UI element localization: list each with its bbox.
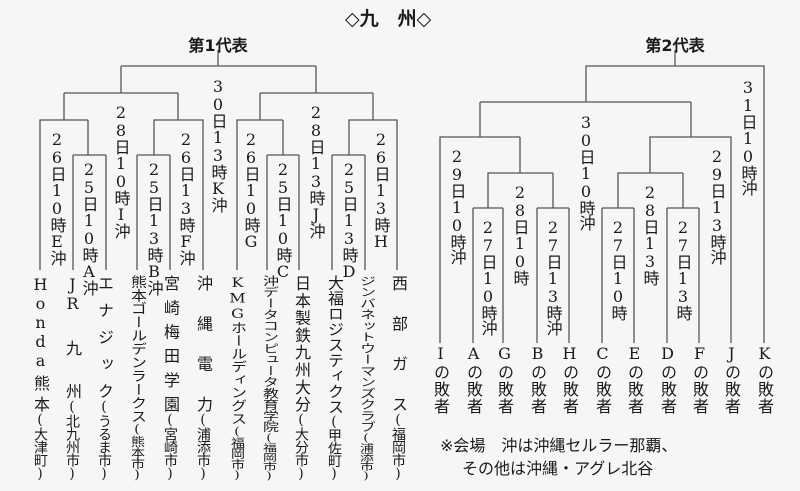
match-label: 30日13時K沖 (208, 77, 228, 212)
match-label: 25日10時C (273, 160, 293, 280)
loser-slot: Dの敗者 (658, 344, 677, 415)
match-label: 31日10時沖 (738, 78, 758, 195)
loser-slot: Fの敗者 (690, 344, 709, 415)
match-label: 26日13時H (371, 130, 391, 250)
team-entry: 西部ガス(福岡市) (388, 275, 408, 481)
team-name: エナジック (95, 275, 114, 399)
match-label: 28日10時I沖 (111, 103, 131, 238)
team-entry: 沖データコンピュータ教育学院(福岡市) (259, 275, 279, 481)
team-location: (大分市) (293, 412, 309, 481)
loser-slot: Cの敗者 (593, 344, 612, 415)
team-location: (甲佐町) (326, 414, 342, 481)
team-location: (宮崎市) (162, 412, 178, 481)
match-label: 27日13時 (673, 218, 693, 320)
team-name: JR九州 (63, 275, 82, 399)
team-entry: Honda熊本(大津町) (30, 275, 50, 481)
team-name: 沖データコンピュータ教育学院 (260, 275, 279, 433)
match-label: 25日10時A沖 (79, 160, 99, 295)
team-location: (浦添市) (358, 432, 374, 481)
loser-slot: Jの敗者 (722, 344, 741, 415)
team-entry: JR九州(北九州市) (62, 275, 82, 481)
match-label: 27日10時 (608, 218, 628, 320)
loser-slot: Aの敗者 (464, 344, 483, 415)
team-entry: 熊本ゴールデンラークス(熊本市) (127, 275, 147, 481)
team-entry: ジンバネットウーマンズクラブ(浦添市) (356, 275, 376, 481)
match-label: 28日13時 (640, 183, 660, 285)
team-location: (北九州市) (64, 399, 80, 481)
team-name: Honda熊本 (31, 275, 50, 412)
team-location: (福岡市) (390, 412, 406, 481)
team-name: 日本製鉄九州大分 (292, 275, 311, 412)
loser-slot: Iの敗者 (431, 344, 450, 415)
team-name: 熊本ゴールデンラークス (128, 275, 147, 423)
second-representative-heading: 第2代表 (645, 36, 705, 55)
match-label: 29日13時沖 (707, 147, 727, 264)
first-representative-heading: 第1代表 (188, 36, 248, 55)
team-location: (福岡市) (229, 425, 245, 481)
match-label: 29日10時沖 (447, 147, 467, 264)
team-entry: 沖縄電力(浦添市) (193, 275, 213, 481)
match-label: 28日10時 (510, 183, 530, 285)
match-label: 28日13時J沖 (306, 103, 326, 238)
team-entry: KMGホールディングス(福岡市) (227, 275, 247, 481)
loser-slot: Hの敗者 (560, 344, 579, 415)
team-name: ジンバネットウーマンズクラブ (357, 275, 376, 433)
team-entry: エナジック(うるま市) (94, 275, 114, 481)
match-label: 25日13時B沖 (144, 160, 164, 295)
team-entry: 宮崎梅田学園(宮崎市) (160, 275, 180, 481)
match-label: 27日10時沖 (478, 218, 498, 335)
team-location: (浦添市) (195, 412, 211, 481)
loser-slot: Eの敗者 (625, 344, 644, 415)
loser-slot: Kの敗者 (755, 344, 774, 415)
match-label: 26日10時G (241, 130, 261, 250)
match-label: 27日13時沖 (543, 218, 563, 335)
match-label: 26日10時E沖 (47, 130, 67, 265)
team-name: 大福ロジスティクス (325, 275, 344, 415)
venue-note: その他は沖縄・アグレ北谷 (462, 459, 654, 478)
page-title: ◇九 州◇ (345, 8, 432, 30)
match-label: 30日10時沖 (576, 113, 596, 230)
match-label: 26日13時F沖 (176, 130, 196, 265)
team-location: (大津町) (32, 412, 48, 481)
team-location: (熊本市) (129, 422, 145, 481)
team-entry: 大福ロジスティクス(甲佐町) (324, 275, 344, 481)
loser-slot: Gの敗者 (495, 344, 514, 415)
team-location: (福岡市) (261, 432, 277, 481)
team-name: 沖縄電力 (194, 275, 213, 412)
team-entry: 日本製鉄九州大分(大分市) (291, 275, 311, 481)
loser-slot: Bの敗者 (528, 344, 547, 415)
team-location: (うるま市) (96, 399, 112, 481)
team-name: 宮崎梅田学園 (161, 275, 180, 412)
venue-note: ※会場 沖は沖縄セルラー那覇、 (440, 436, 678, 455)
team-name: KMGホールディングス (228, 275, 247, 426)
match-label: 25日13時D (339, 160, 359, 280)
team-name: 西部ガス (389, 275, 408, 412)
